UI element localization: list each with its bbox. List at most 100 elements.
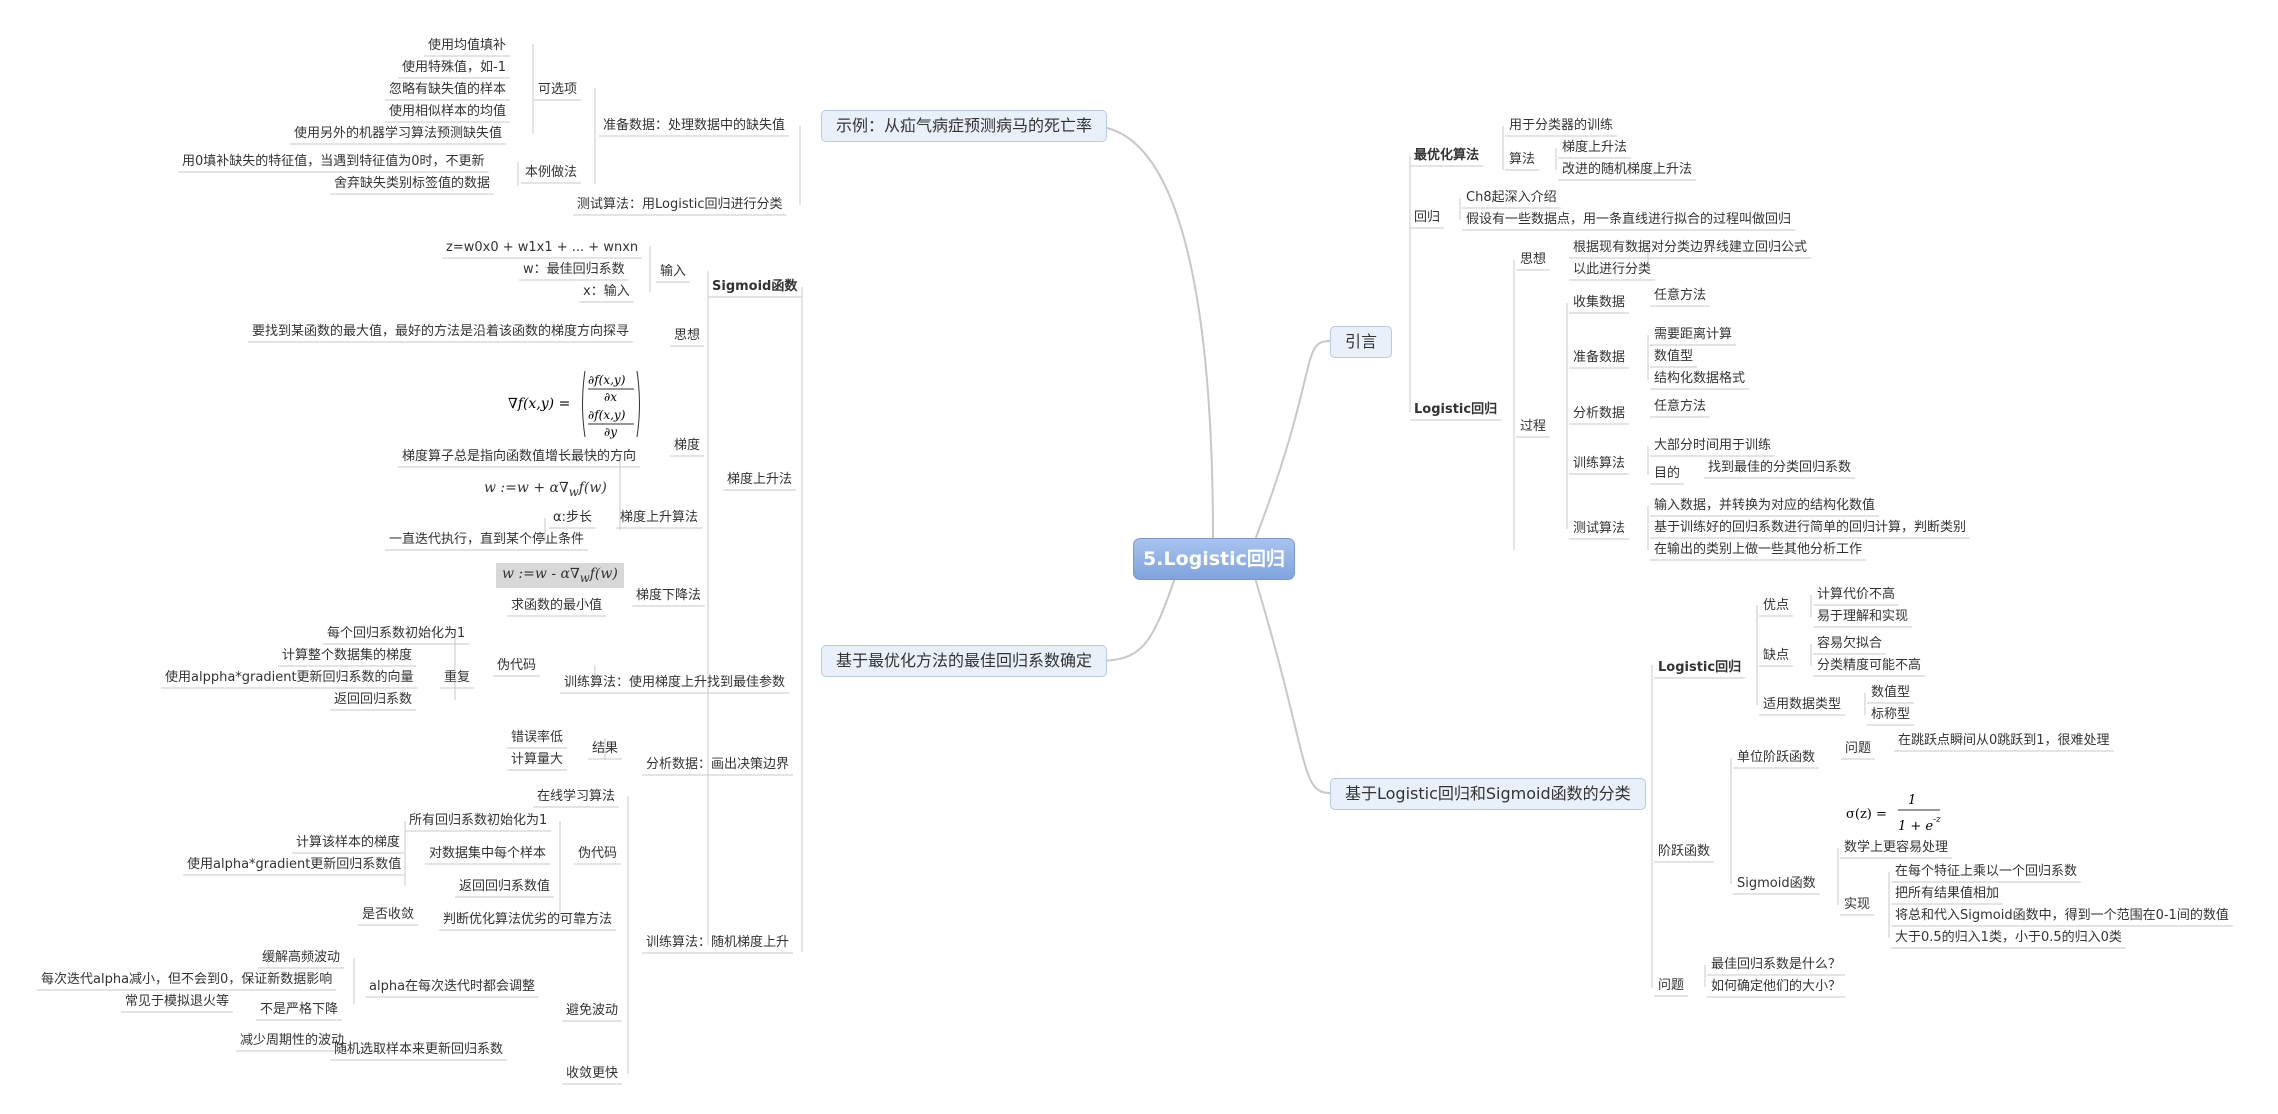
node[interactable]: 伪代码	[497, 658, 537, 673]
node[interactable]: 收敛更快	[566, 1066, 619, 1081]
node[interactable]: 结构化数据格式	[1654, 371, 1746, 386]
node[interactable]: α:步长	[553, 510, 592, 525]
node[interactable]: 在跳跃点瞬间从0跳跃到1，很难处理	[1898, 733, 2110, 748]
node[interactable]: 基于训练好的回归系数进行简单的回归计算，判断类别	[1654, 520, 1967, 535]
node[interactable]: 适用数据类型	[1763, 697, 1842, 712]
node[interactable]: 最优化算法	[1414, 148, 1480, 163]
node[interactable]: 需要距离计算	[1654, 327, 1733, 342]
node[interactable]: 目的	[1654, 466, 1681, 481]
node[interactable]: 容易欠拟合	[1817, 636, 1883, 651]
node[interactable]: 错误率低	[511, 730, 564, 745]
node[interactable]: alpha在每次迭代时都会调整	[369, 979, 536, 994]
node[interactable]: Ch8起深入介绍	[1466, 190, 1557, 205]
node[interactable]: 思想	[1520, 252, 1547, 267]
node[interactable]: 返回回归系数值	[459, 879, 551, 894]
node[interactable]: 用0填补缺失的特征值，当遇到特征值为0时，不更新	[182, 154, 485, 169]
node[interactable]: z=w0x0 + w1x1 + ... + wnxn	[446, 240, 639, 255]
node[interactable]: 使用alppha*gradient更新回归系数的向量	[165, 670, 414, 685]
node[interactable]: 准备数据：处理数据中的缺失值	[603, 118, 786, 133]
central-topic[interactable]: 5.Logistic回归	[1133, 538, 1295, 580]
branch-example[interactable]: 示例：从疝气病症预测病马的死亡率	[821, 110, 1108, 142]
node[interactable]: 常见于模拟退火等	[125, 994, 230, 1009]
node[interactable]: 梯度上升法	[1562, 140, 1628, 155]
node[interactable]: 使用均值填补	[428, 38, 507, 53]
node[interactable]: 每次迭代alpha减小，但不会到0，保证新数据影响	[41, 972, 333, 987]
node[interactable]: 判断优化算法优劣的可靠方法	[443, 912, 613, 927]
node[interactable]: Sigmoid函数	[1737, 876, 1816, 891]
node[interactable]: 梯度上升法	[727, 472, 793, 487]
node[interactable]: 输入数据，并转换为对应的结构化数值	[1654, 498, 1876, 513]
node[interactable]: 缓解高频波动	[262, 950, 341, 965]
node[interactable]: 测试算法：用Logistic回归进行分类	[577, 197, 783, 212]
node[interactable]: x：输入	[583, 284, 630, 299]
node[interactable]: 一直迭代执行，直到某个停止条件	[389, 532, 585, 547]
node[interactable]: 舍弃缺失类别标签值的数据	[334, 176, 491, 191]
node[interactable]: 使用alpha*gradient更新回归系数值	[187, 857, 402, 872]
node[interactable]: 梯度下降法	[636, 588, 702, 603]
node[interactable]: 找到最佳的分类回归系数	[1708, 460, 1852, 475]
node[interactable]: 求函数的最小值	[511, 598, 603, 613]
node[interactable]: 梯度算子总是指向函数值增长最快的方向	[402, 449, 637, 464]
node[interactable]: 训练算法：随机梯度上升	[646, 935, 790, 950]
node[interactable]: 计算整个数据集的梯度	[282, 648, 413, 663]
branch-optimize[interactable]: 基于最优化方法的最佳回归系数确定	[821, 645, 1108, 677]
node[interactable]: 问题	[1658, 978, 1685, 993]
node[interactable]: 计算量大	[511, 752, 564, 767]
node[interactable]: Logistic回归	[1658, 660, 1742, 675]
node[interactable]: 在输出的类别上做一些其他分析工作	[1654, 542, 1863, 557]
node[interactable]: 忽略有缺失值的样本	[389, 82, 507, 97]
node[interactable]: 数值型	[1654, 349, 1694, 364]
node[interactable]: 计算该样本的梯度	[296, 835, 401, 850]
node[interactable]: 梯度	[674, 438, 701, 453]
node[interactable]: 要找到某函数的最大值，最好的方法是沿着该函数的梯度方向探寻	[252, 324, 630, 339]
node[interactable]: 在每个特征上乘以一个回归系数	[1895, 864, 2078, 879]
node[interactable]: 优点	[1763, 598, 1790, 613]
node[interactable]: 使用特殊值，如-1	[402, 60, 506, 75]
branch-intro[interactable]: 引言	[1330, 326, 1393, 358]
node[interactable]: 过程	[1520, 419, 1547, 434]
node[interactable]: 可选项	[538, 82, 578, 97]
node[interactable]: 假设有一些数据点，用一条直线进行拟合的过程叫做回归	[1466, 212, 1792, 227]
node[interactable]: 单位阶跃函数	[1737, 750, 1816, 765]
node[interactable]: 不是严格下降	[260, 1002, 339, 1017]
node[interactable]: 把所有结果值相加	[1895, 886, 2000, 901]
node[interactable]: 回归	[1414, 210, 1441, 225]
node[interactable]: 阶跃函数	[1658, 844, 1711, 859]
node[interactable]: 将总和代入Sigmoid函数中，得到一个范围在0-1间的数值	[1895, 908, 2229, 923]
node[interactable]: 收集数据	[1573, 295, 1626, 310]
node[interactable]: 使用相似样本的均值	[389, 104, 507, 119]
node[interactable]: 思想	[674, 328, 701, 343]
node[interactable]: Sigmoid函数	[712, 279, 798, 294]
node[interactable]: 大于0.5的归入1类，小于0.5的归入0类	[1895, 930, 2122, 945]
node[interactable]: 训练算法	[1573, 456, 1626, 471]
node[interactable]: Logistic回归	[1414, 402, 1498, 417]
node[interactable]: 实现	[1844, 897, 1871, 912]
node[interactable]: 分析数据：画出决策边界	[646, 757, 790, 772]
node[interactable]: 最佳回归系数是什么？	[1711, 957, 1842, 972]
node[interactable]: 分类精度可能不高	[1817, 658, 1922, 673]
node[interactable]: 根据现有数据对分类边界线建立回归公式	[1573, 240, 1808, 255]
node[interactable]: 减少周期性的波动	[240, 1033, 345, 1048]
node[interactable]: 是否收敛	[362, 907, 415, 922]
node[interactable]: 在线学习算法	[537, 789, 616, 804]
node[interactable]: 算法	[1509, 152, 1536, 167]
node[interactable]: w：最佳回归系数	[523, 262, 625, 277]
node[interactable]: 结果	[592, 741, 619, 756]
node[interactable]: 用于分类器的训练	[1509, 118, 1614, 133]
node[interactable]: 使用另外的机器学习算法预测缺失值	[294, 126, 503, 141]
node[interactable]: 数值型	[1871, 685, 1911, 700]
node[interactable]: 每个回归系数初始化为1	[327, 626, 466, 641]
node[interactable]: 分析数据	[1573, 406, 1626, 421]
node[interactable]: 避免波动	[566, 1003, 619, 1018]
node[interactable]: 计算代价不高	[1817, 587, 1896, 602]
node[interactable]: 梯度上升算法	[620, 510, 699, 525]
node[interactable]: 伪代码	[578, 846, 618, 861]
node[interactable]: 对数据集中每个样本	[429, 846, 547, 861]
node[interactable]: 标称型	[1871, 707, 1911, 722]
node[interactable]: 随机选取样本来更新回归系数	[334, 1042, 504, 1057]
node[interactable]: 易于理解和实现	[1817, 609, 1909, 624]
node[interactable]: 测试算法	[1573, 521, 1626, 536]
node[interactable]: 重复	[444, 670, 471, 685]
node[interactable]: 任意方法	[1654, 399, 1707, 414]
node[interactable]: 本例做法	[525, 165, 578, 180]
